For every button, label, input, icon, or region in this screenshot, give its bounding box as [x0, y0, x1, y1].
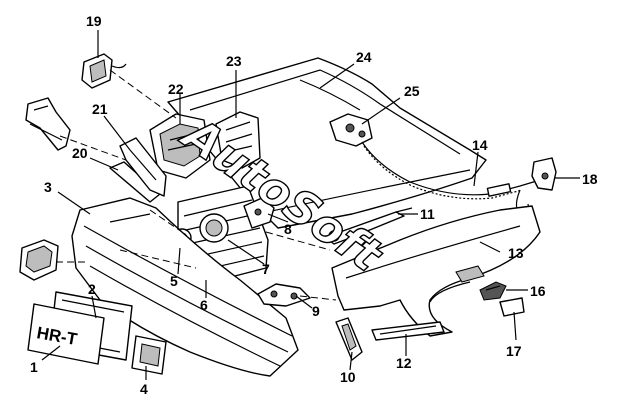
callout-12: 12 — [396, 355, 412, 371]
bracket-10-part — [335, 317, 363, 361]
part-19 — [81, 53, 127, 89]
hood-lock-part — [329, 113, 373, 147]
callout-11: 11 — [420, 206, 435, 222]
side-marker-part — [479, 281, 507, 301]
callout-2: 2 — [88, 281, 96, 297]
callout-10: 10 — [340, 369, 356, 385]
lock-18-part — [531, 157, 557, 191]
callout-3: 3 — [44, 179, 52, 195]
callout-17: 17 — [506, 343, 522, 359]
callout-6: 6 — [200, 297, 208, 313]
bracket-9-part — [257, 283, 311, 307]
cover-4-part — [131, 335, 167, 375]
callout-labels: 19 21 20 3 22 23 24 25 14 18 11 8 13 7 5… — [30, 13, 598, 397]
strip-12-part — [371, 321, 445, 341]
callout-8: 8 — [284, 221, 292, 237]
assembly-guides — [56, 69, 337, 301]
callout-14: 14 — [472, 137, 488, 153]
callout-24: 24 — [356, 49, 372, 65]
callout-21: 21 — [92, 101, 108, 117]
callout-9: 9 — [312, 303, 320, 319]
left-bracket-part — [25, 97, 71, 151]
callout-22: 22 — [168, 81, 184, 97]
leader-lines — [41, 30, 580, 380]
callout-7: 7 — [262, 261, 270, 277]
clip-17-part — [499, 297, 525, 317]
license-plate-part: HR-T — [27, 303, 105, 365]
callout-4: 4 — [140, 381, 148, 397]
fog-lamp-part — [19, 239, 59, 281]
callout-1: 1 — [30, 359, 38, 375]
callout-20: 20 — [72, 145, 88, 161]
prop-rod-part — [325, 207, 413, 245]
callout-13: 13 — [508, 245, 524, 261]
callout-19: 19 — [86, 13, 102, 29]
callout-23: 23 — [226, 53, 242, 69]
callout-18: 18 — [582, 171, 598, 187]
callout-25: 25 — [404, 83, 420, 99]
headlamp-bracket-part — [215, 111, 261, 169]
callout-16: 16 — [530, 283, 546, 299]
callout-5: 5 — [170, 273, 178, 289]
